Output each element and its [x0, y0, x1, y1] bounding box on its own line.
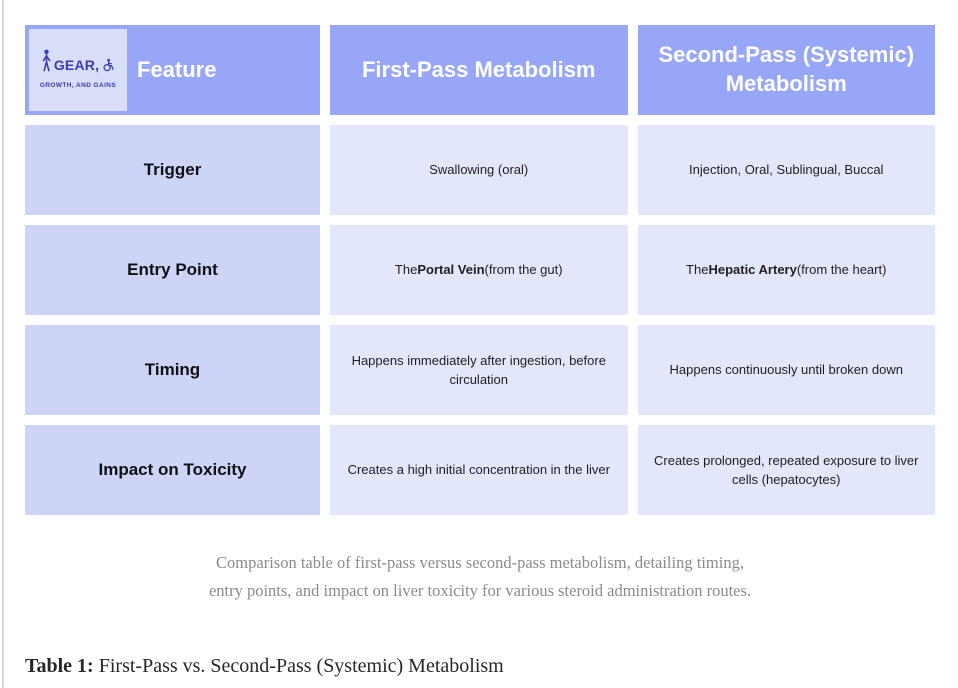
- caption-line-1: Comparison table of first-pass versus se…: [216, 553, 744, 572]
- gear-growth-gains-logo: GEAR, GROWTH, AND GAINS: [29, 29, 127, 111]
- column-header-label: Feature: [137, 56, 217, 82]
- comparison-table: GEAR, GROWTH, AND GAINS Feature First-Pa…: [25, 25, 935, 515]
- value-cell: Creates a high initial concentration in …: [330, 425, 628, 515]
- table-title-text: First-Pass vs. Second-Pass (Systemic) Me…: [93, 655, 504, 678]
- wheelchair-icon: [101, 51, 115, 80]
- feature-cell: Impact on Toxicity: [25, 425, 320, 515]
- feature-cell: Trigger: [25, 125, 320, 215]
- logo-wordmark: GEAR,: [53, 57, 100, 74]
- header-cell-second-pass: Second-Pass (Systemic) Metabolism: [637, 25, 935, 115]
- page-left-border: [2, 0, 4, 688]
- logo-top-row: GEAR,: [41, 49, 115, 81]
- feature-cell: Timing: [25, 325, 320, 415]
- table-title: Table 1: First-Pass vs. Second-Pass (Sys…: [25, 655, 935, 678]
- value-cell: The Portal Vein (from the gut): [330, 225, 628, 315]
- header-cell-feature: GEAR, GROWTH, AND GAINS Feature: [25, 25, 320, 115]
- logo-tagline: GROWTH, AND GAINS: [39, 82, 117, 90]
- value-cell: Creates prolonged, repeated exposure to …: [637, 425, 935, 515]
- value-cell: Swallowing (oral): [330, 125, 628, 215]
- header-cell-first-pass: First-Pass Metabolism: [330, 25, 628, 115]
- figure-caption: Comparison table of first-pass versus se…: [25, 549, 935, 605]
- value-cell: Happens immediately after ingestion, bef…: [330, 325, 628, 415]
- value-cell: Injection, Oral, Sublingual, Buccal: [637, 125, 935, 215]
- value-cell: Happens continuously until broken down: [637, 325, 935, 415]
- feature-cell: Entry Point: [25, 225, 320, 315]
- caption-line-2: entry points, and impact on liver toxici…: [208, 581, 752, 601]
- article-figure: GEAR, GROWTH, AND GAINS Feature First-Pa…: [25, 25, 935, 678]
- value-cell: The Hepatic Artery (from the heart): [637, 225, 935, 315]
- table-number-label: Table 1:: [25, 655, 94, 678]
- standing-person-icon: [41, 49, 52, 81]
